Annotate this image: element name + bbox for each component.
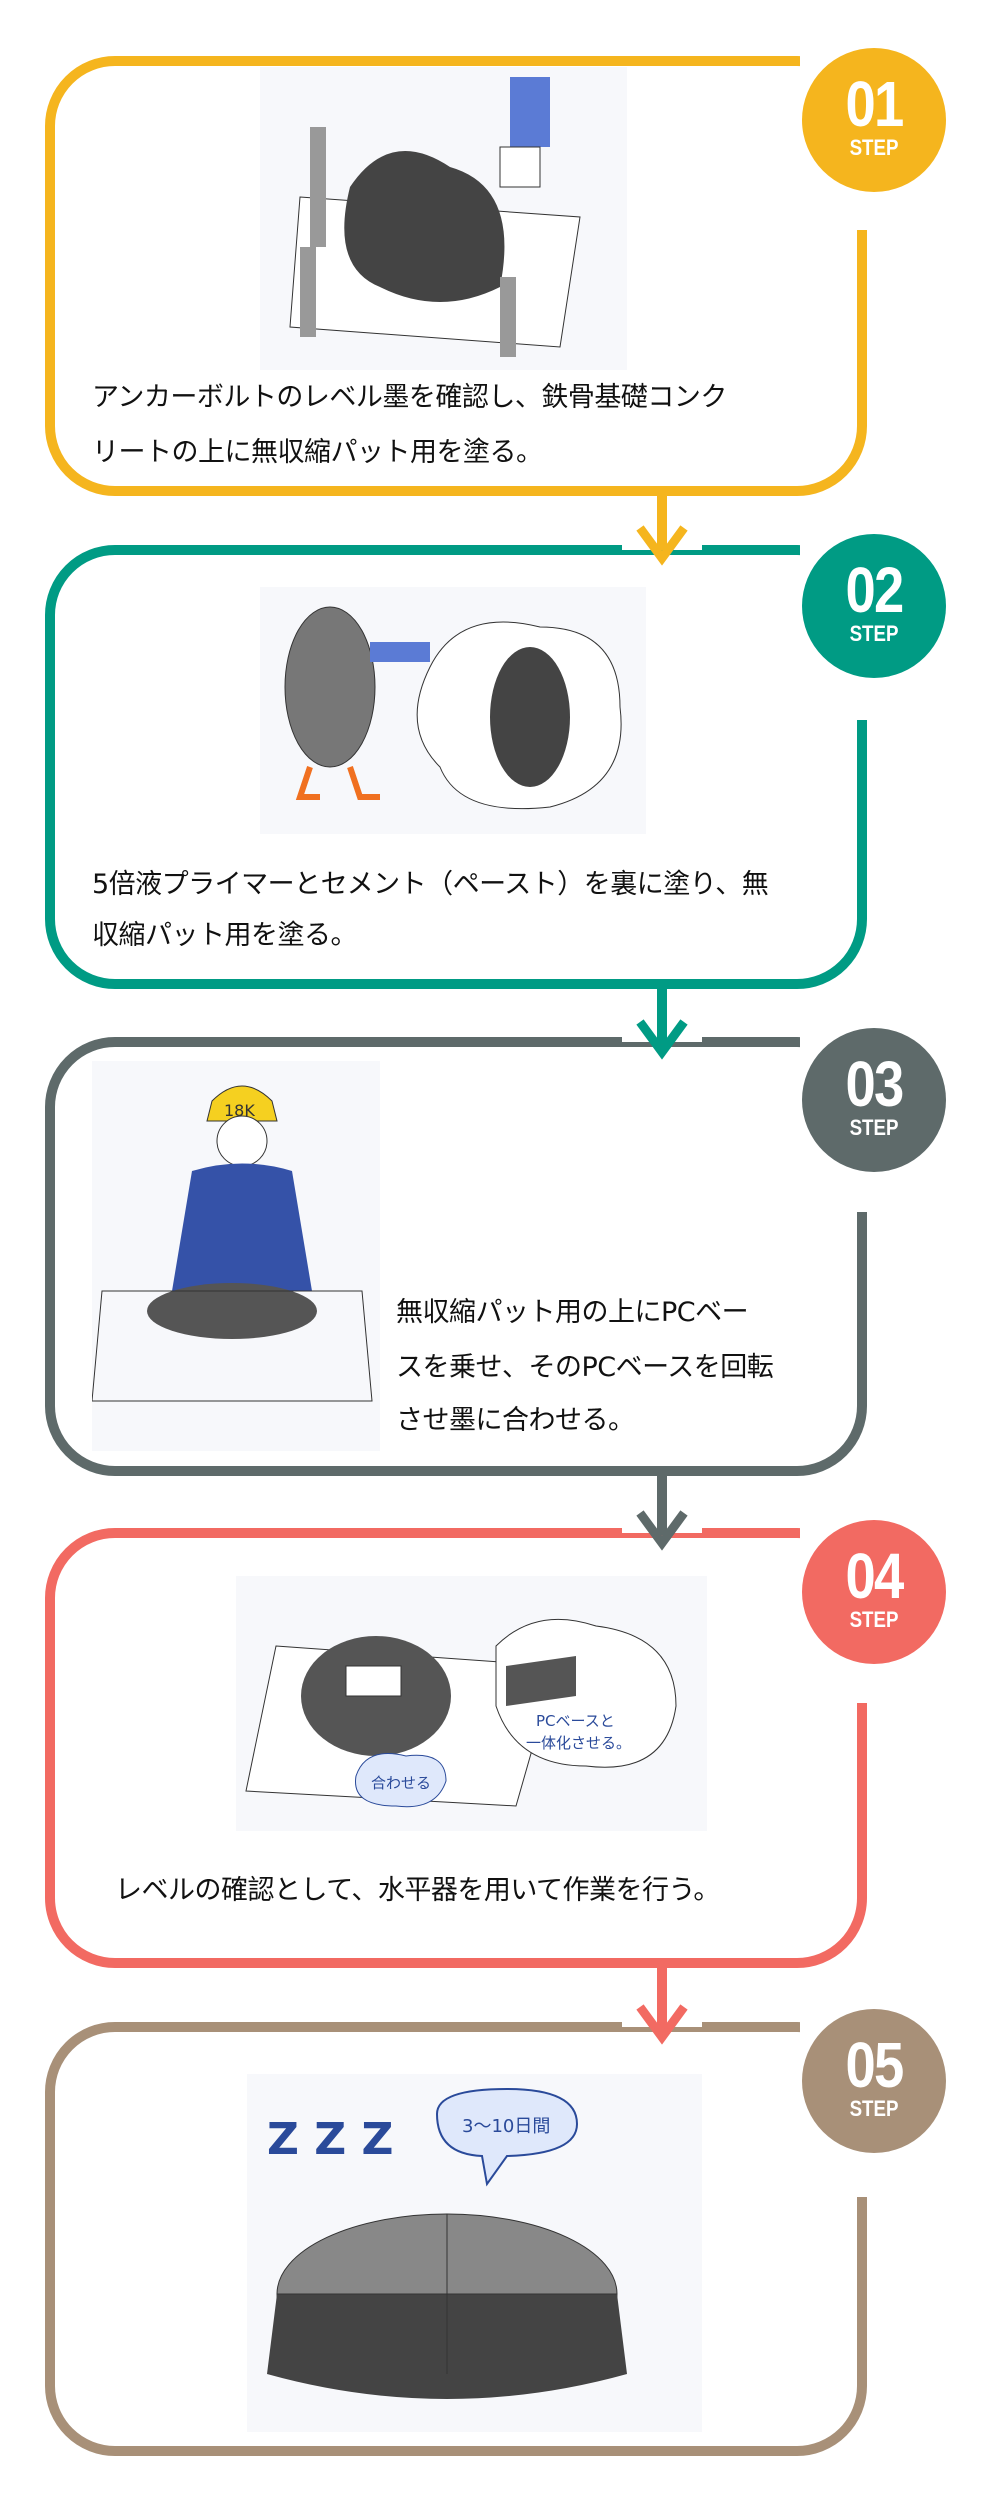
step-label: STEP [849, 2096, 899, 2121]
step-number: 02 [845, 554, 904, 626]
step-2-illustration [260, 587, 646, 834]
step-3-text-line: させ墨に合わせる。 [396, 1405, 635, 1436]
step-number: 01 [845, 68, 904, 140]
step-label: STEP [849, 1115, 899, 1140]
step-4-text-line: レベルの確認として、水平器を用いて作業を行う。 [115, 1875, 720, 1906]
step-5-card [45, 2022, 867, 2456]
step-label: STEP [849, 135, 899, 160]
step-2-card [45, 545, 867, 989]
step-label: STEP [849, 1607, 899, 1632]
arrow-down-icon [632, 490, 692, 570]
step-number: 05 [845, 2029, 904, 2101]
step-1-card [45, 56, 867, 496]
step-3-text-line: 無収縮パット用の上にPCベー [396, 1297, 749, 1328]
step-1-text-line: アンカーボルトのレベル墨を確認し、鉄骨基礎コンク [92, 382, 727, 413]
step-label: STEP [849, 621, 899, 646]
arrow-down-icon [632, 1471, 692, 1555]
step-1-text-line: リートの上に無収縮パット用を塗る。 [92, 437, 543, 468]
step-number: 03 [845, 1048, 904, 1120]
bubble-text: PCベースと [536, 1712, 615, 1730]
bubble-text: 合わせる [371, 1774, 431, 1792]
bubble-text: 一体化させる。 [526, 1734, 631, 1752]
step-4-illustration: PCベースと一体化させる。合わせる [236, 1576, 707, 1831]
step-number: 04 [845, 1540, 904, 1612]
step-3-card [45, 1037, 867, 1476]
step-2-text-line: 5倍液プライマーとセメント（ペースト）を裏に塗り、無 [92, 869, 769, 900]
sleep-text: Z Z Z [267, 2114, 393, 2165]
bubble-text: 3～10日間 [462, 2116, 550, 2137]
arrow-down-icon [632, 1963, 692, 2049]
step-5-illustration: Z Z Z 3～10日間 [247, 2074, 702, 2432]
step-2-text-line: 収縮パット用を塗る。 [92, 920, 358, 951]
arrow-down-icon [632, 984, 692, 1064]
step-3-illustration: 18K [92, 1061, 380, 1451]
step-3-text-line: スを乗せ、そのPCベースを回転 [396, 1352, 774, 1383]
helmet-text: 18K [224, 1101, 255, 1120]
step-4-card [45, 1528, 867, 1968]
step-1-illustration [260, 67, 627, 370]
